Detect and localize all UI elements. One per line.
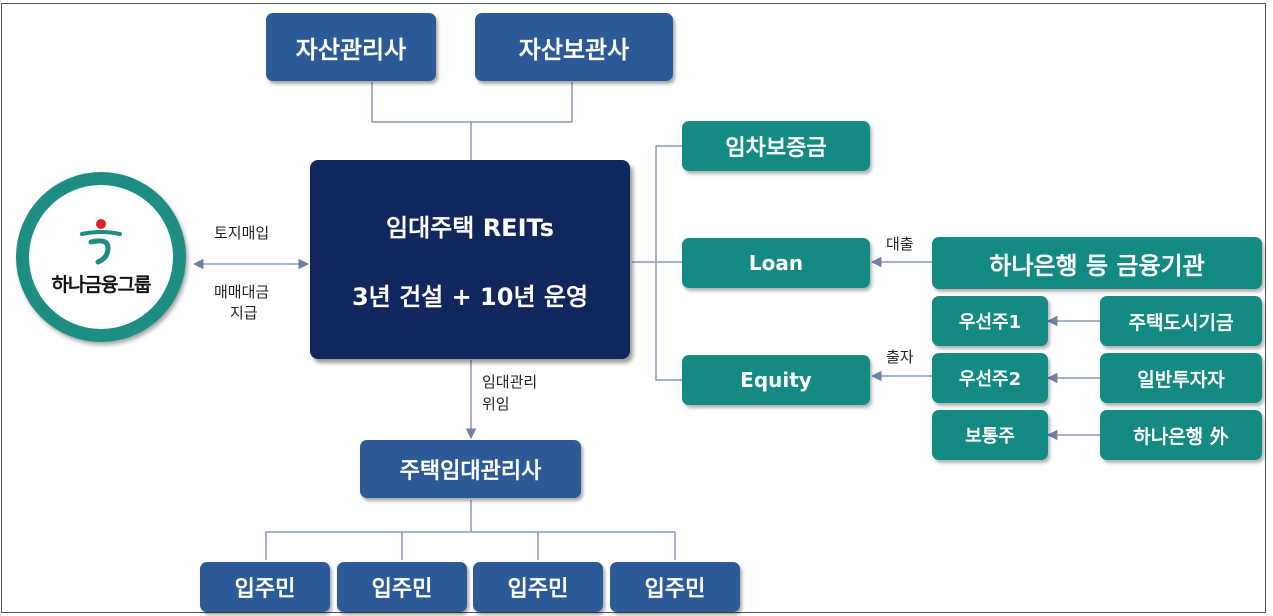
hana-bank-label: 하나은행 外	[1133, 425, 1229, 448]
hana-bank-box: 하나은행 外	[1100, 410, 1262, 460]
diagram-frame	[1, 3, 1266, 613]
lender-box: 하나은행 등 금융기관	[932, 237, 1262, 289]
lender-label: 하나은행 등 금융기관	[989, 251, 1205, 280]
loan-box: Loan	[682, 238, 870, 288]
hana-logo-circle: 하나금융그룹	[16, 172, 186, 342]
resident-label: 입주민	[644, 577, 706, 602]
general-investors-box: 일반투자자	[1100, 353, 1262, 403]
preferred1-label: 우선주1	[958, 312, 1022, 333]
reits-center-box: 임대주택 REITs 3년 건설 + 10년 운영	[310, 160, 630, 359]
common-stock-label: 보통주	[965, 426, 1015, 447]
equity-box: Equity	[682, 355, 870, 405]
payment-label-line2: 지급	[230, 304, 258, 322]
lease-deposit-box: 임차보증금	[682, 121, 870, 171]
preferred2-label: 우선주2	[958, 369, 1022, 390]
hana-clover-logo-icon	[80, 218, 122, 264]
delegate-label-line1: 임대관리	[482, 373, 538, 391]
reits-title: 임대주택 REITs	[386, 213, 554, 242]
reits-subtitle: 3년 건설 + 10년 운영	[351, 282, 589, 311]
land-purchase-label: 토지매입	[214, 224, 270, 242]
investment-arrow-label: 출자	[886, 348, 914, 366]
resident-label: 입주민	[234, 577, 296, 602]
payment-label-line1: 매매대금	[214, 283, 270, 301]
resident-box: 입주민	[337, 562, 467, 612]
housing-manager-box: 주택임대관리사	[360, 440, 581, 498]
general-investors-label: 일반투자자	[1137, 368, 1225, 391]
asset-custodian-label: 자산보관사	[518, 35, 630, 64]
hana-logo-text: 하나금융그룹	[51, 273, 152, 296]
resident-box: 입주민	[200, 562, 330, 612]
resident-box: 입주민	[473, 562, 603, 612]
hana-logo-inner: 하나금융그룹	[29, 185, 173, 329]
asset-manager-box: 자산관리사	[266, 13, 436, 81]
common-stock-box: 보통주	[932, 410, 1048, 460]
preferred2-box: 우선주2	[932, 353, 1048, 403]
housing-manager-label: 주택임대관리사	[399, 459, 542, 484]
manager-to-residents-connector	[265, 500, 676, 560]
loan-arrow-label: 대출	[886, 235, 914, 253]
delegate-label-line2: 위임	[482, 395, 510, 413]
hug-label: 주택도시기금	[1128, 311, 1234, 334]
resident-label: 입주민	[371, 577, 433, 602]
equity-label: Equity	[740, 368, 812, 392]
hug-box: 주택도시기금	[1100, 296, 1262, 346]
asset-manager-label: 자산관리사	[295, 35, 407, 64]
loan-label: Loan	[748, 251, 804, 275]
lease-deposit-label: 임차보증금	[725, 136, 827, 161]
asset-manager-connector	[371, 82, 573, 123]
preferred1-box: 우선주1	[932, 296, 1048, 346]
right-bus-connector	[655, 146, 682, 381]
resident-box: 입주민	[610, 562, 740, 612]
resident-label: 입주민	[507, 577, 569, 602]
asset-custodian-box: 자산보관사	[475, 13, 673, 81]
